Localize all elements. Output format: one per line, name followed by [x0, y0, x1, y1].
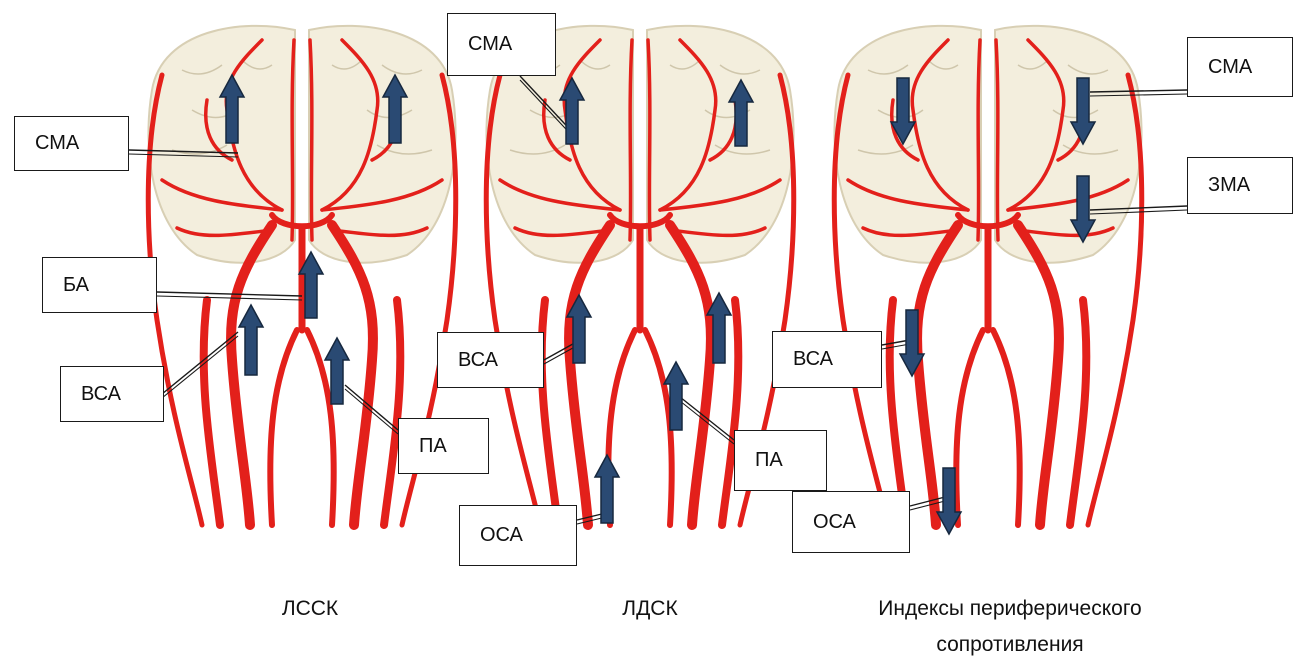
label-va-panel-2: ПА [734, 430, 827, 491]
label-ica-panel-3: ВСА [772, 331, 882, 388]
vertebral-artery-left [270, 330, 297, 525]
caption-resistance-line-2: сопротивления [830, 626, 1190, 664]
cortical-artery [996, 40, 998, 240]
cortical-artery [630, 40, 632, 240]
caption-lssk: ЛССК [240, 590, 380, 628]
vertebral-artery-right [993, 330, 1020, 525]
label-cca-panel-3: ОСА [792, 491, 910, 553]
neck-artery-left [204, 300, 220, 525]
caption-resistance-line-1: Индексы периферического [830, 590, 1190, 628]
cortical-artery [648, 40, 650, 240]
label-ica-panel-1: ВСА [60, 366, 164, 422]
leader-line [910, 501, 945, 510]
neck-artery-left [542, 300, 558, 525]
cortical-artery [310, 40, 312, 240]
leader-line [157, 296, 302, 300]
vertebral-artery-left [956, 330, 983, 525]
cortical-artery [978, 40, 980, 240]
arrow-up-icon [595, 455, 619, 523]
neck-artery-right [384, 300, 400, 525]
label-va-panel-1: ПА [398, 418, 489, 474]
leader-line [910, 497, 945, 506]
neck-artery-right [1070, 300, 1086, 525]
panel-resistance-illustration [834, 26, 1142, 525]
cortical-artery [292, 40, 294, 240]
label-mca-panel-3: СМА [1187, 37, 1293, 97]
vertebral-artery-right [645, 330, 672, 525]
label-pca-panel-3: ЗМА [1187, 157, 1293, 214]
leader-line [157, 292, 302, 296]
label-mca-panel-2: СМА [447, 13, 556, 76]
label-ba-panel-1: БА [42, 257, 157, 313]
label-ica-panel-2: ВСА [437, 332, 544, 388]
carotid-artery-right [1018, 225, 1059, 525]
label-cca-panel-2: ОСА [459, 505, 577, 566]
label-mca-panel-1: СМА [14, 116, 129, 171]
arrow-up-icon [239, 305, 263, 375]
caption-ldsk: ЛДСК [580, 590, 720, 628]
